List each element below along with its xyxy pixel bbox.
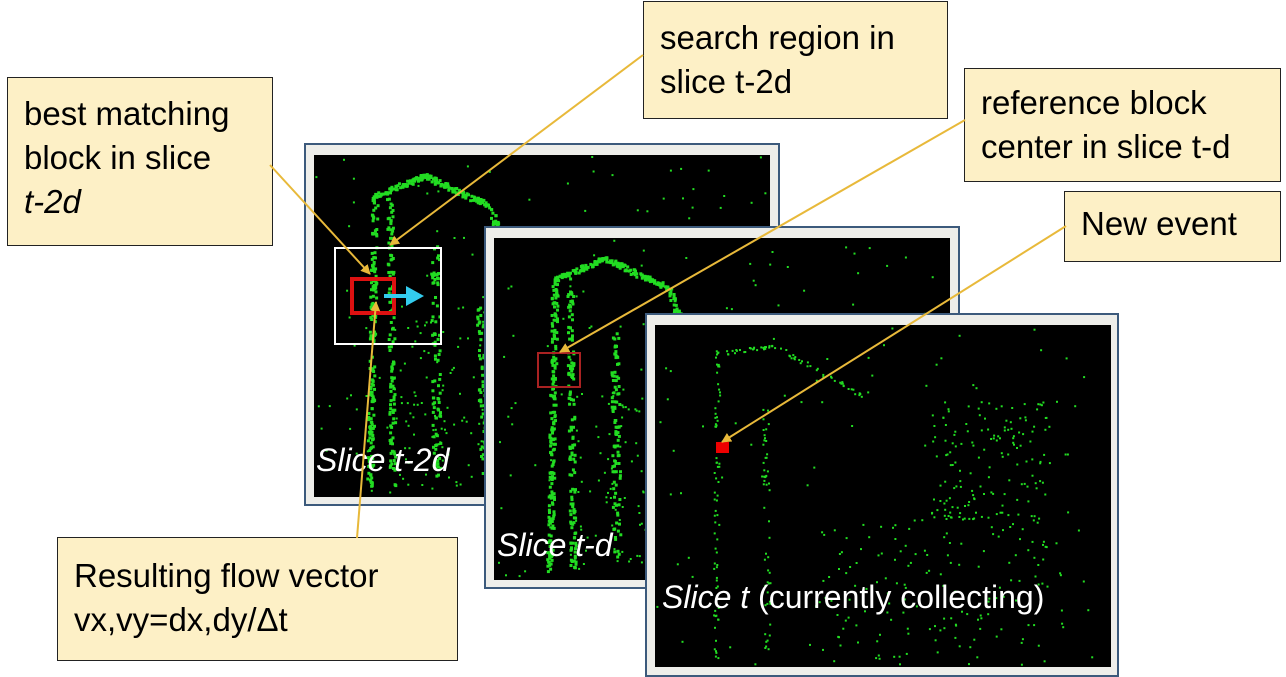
callout-new-event: New event	[1064, 191, 1281, 262]
slice-t-caption: Slice t (currently collecting)	[662, 579, 1045, 615]
callout-flow-vector: Resulting flow vector vx,vy=dx,dy/Δt	[57, 537, 458, 661]
slice-t-d-caption: Slice t-d	[497, 527, 613, 563]
slice-t-frame: Slice t (currently collecting)	[645, 313, 1119, 677]
best-matching-block	[350, 277, 396, 315]
reference-block	[537, 352, 581, 388]
new-event-marker	[716, 442, 729, 453]
search-region-box	[334, 247, 442, 345]
callout-reference-block: reference block center in slice t-d	[964, 68, 1281, 182]
slice-t-screen: Slice t (currently collecting)	[655, 325, 1111, 667]
callout-search-region: search region in slice t-2d	[643, 1, 948, 119]
slice-t-2d-caption: Slice t-2d	[316, 442, 450, 478]
callout-best-matching-block: best matching block in slice t-2d	[7, 77, 273, 246]
